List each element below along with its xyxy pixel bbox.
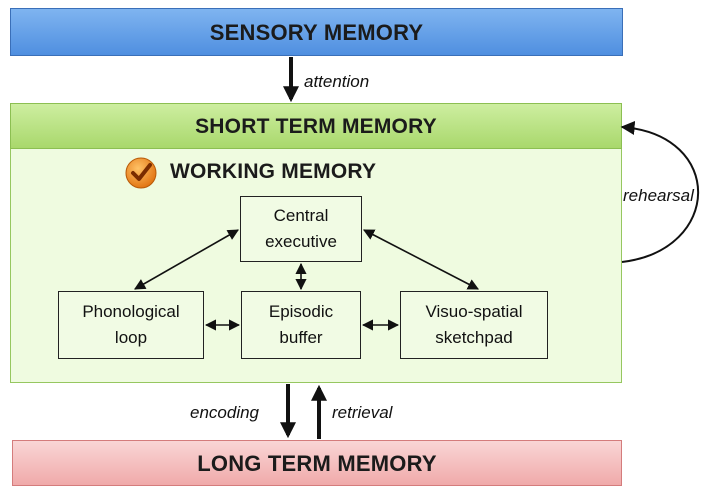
long-term-memory-banner: LONG TERM MEMORY <box>12 440 622 486</box>
central-executive-box: Central executive <box>240 196 362 262</box>
central-visuo-connector <box>363 229 479 290</box>
central-executive-line-2: executive <box>265 232 337 251</box>
visuo-spatial-sketchpad-box: Visuo-spatial sketchpad <box>400 291 548 359</box>
central-phonological-connector <box>134 229 239 290</box>
visuo-spatial-line-1: Visuo-spatial <box>425 302 523 321</box>
episodic-buffer-line-2: buffer <box>279 328 323 347</box>
encoding-label: encoding <box>190 403 260 422</box>
retrieval-label: retrieval <box>332 403 393 422</box>
phonological-loop-line-1: Phonological <box>82 302 180 321</box>
phonological-loop-box: Phonological loop <box>58 291 204 359</box>
episodic-buffer-box: Episodic buffer <box>241 291 361 359</box>
phonological-loop-line-2: loop <box>114 328 148 347</box>
attention-label: attention <box>304 72 370 91</box>
working-memory-title: WORKING MEMORY <box>170 160 377 183</box>
short-term-memory-header: SHORT TERM MEMORY <box>10 103 622 149</box>
rehearsal-label: rehearsal <box>623 186 694 205</box>
sensory-memory-banner: SENSORY MEMORY <box>10 8 623 56</box>
episodic-buffer-line-1: Episodic <box>268 302 334 321</box>
checkmark-badge-icon <box>125 157 157 189</box>
central-executive-line-1: Central <box>273 206 329 225</box>
rehearsal-loop-arrow <box>620 121 700 263</box>
visuo-spatial-line-2: sketchpad <box>435 328 513 347</box>
